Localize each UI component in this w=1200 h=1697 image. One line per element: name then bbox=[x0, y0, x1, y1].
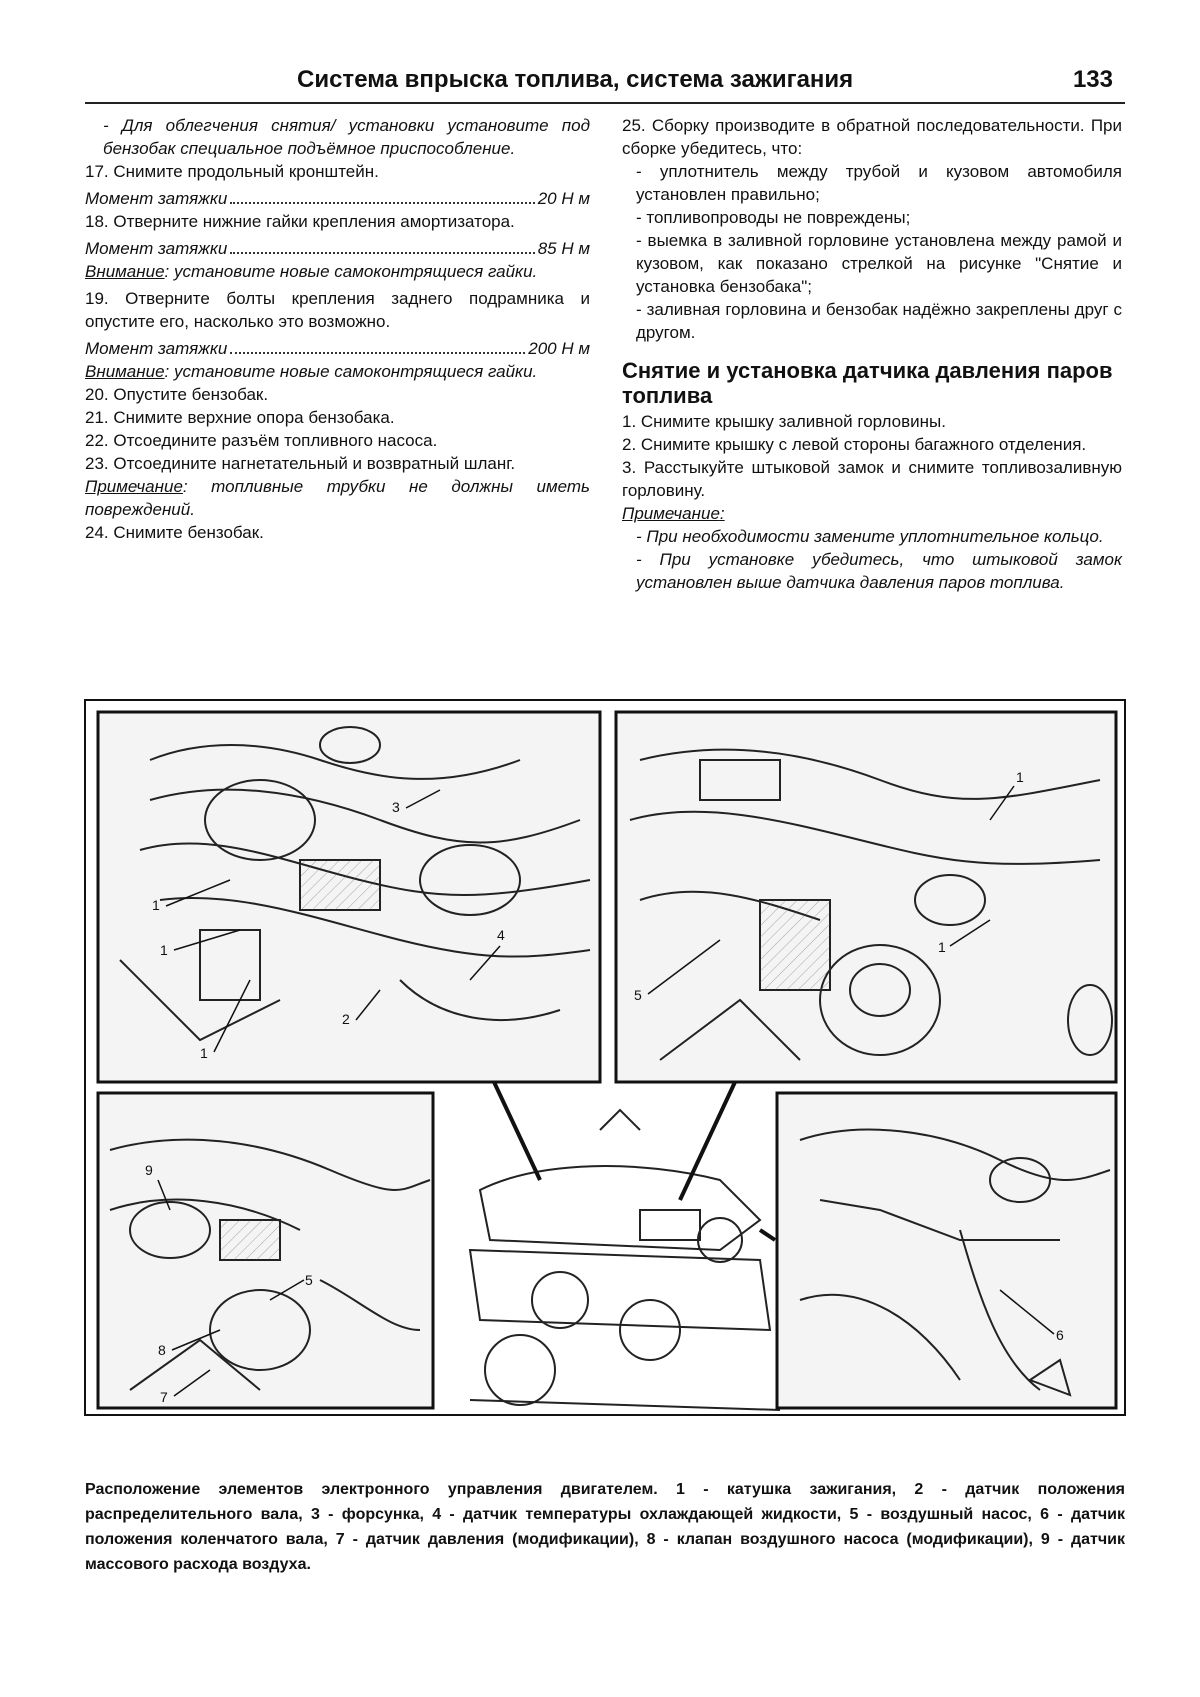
lift-note: - Для облегчения снятия/ установки устан… bbox=[103, 116, 590, 158]
callout-label: 1 bbox=[160, 942, 168, 958]
warning-2: Внимание: установите новые самоконтрящие… bbox=[85, 362, 538, 381]
step-21: 21. Снимите верхние опора бензобака. bbox=[85, 408, 395, 427]
step-25: 25. Сборку производите в обратной послед… bbox=[622, 116, 1122, 158]
engine-overview bbox=[468, 1081, 781, 1411]
panel-bottom-left: 9 5 8 7 bbox=[96, 1091, 435, 1410]
check-item: - уплотнитель между трубой и кузовом авт… bbox=[636, 162, 1122, 204]
callout-label: 1 bbox=[200, 1045, 208, 1061]
page-title: Система впрыска топлива, система зажиган… bbox=[297, 66, 854, 93]
section-heading: Снятие и установка датчика давления паро… bbox=[622, 358, 1113, 408]
page-number: 133 bbox=[1072, 66, 1113, 93]
panel-bottom-right: 6 bbox=[775, 1091, 1118, 1410]
figure-caption: Расположение элементов электронного упра… bbox=[85, 1481, 1125, 1573]
callout-label: 9 bbox=[145, 1162, 153, 1178]
note-item: - При установке убедитесь, что штыковой … bbox=[636, 550, 1122, 592]
procedure-step: 1. Снимите крышку заливной горловины. bbox=[622, 412, 946, 431]
step-18: 18. Отверните нижние гайки крепления амо… bbox=[85, 212, 515, 231]
note-1: Примечание: топливные трубки не должны и… bbox=[85, 477, 590, 519]
torque-spec-3: Момент затяжки 200 Н м bbox=[85, 339, 590, 358]
callout-label: 4 bbox=[497, 927, 505, 943]
callout-label: 1 bbox=[938, 939, 946, 955]
check-item: - выемка в заливной горловине установлен… bbox=[636, 231, 1122, 296]
check-item: - топливопроводы не повреждены; bbox=[636, 208, 911, 227]
callout-label: 6 bbox=[1056, 1327, 1064, 1343]
torque-spec-2: Момент затяжки 85 Н м bbox=[85, 239, 590, 258]
step-24: 24. Снимите бензобак. bbox=[85, 523, 264, 542]
callout-label: 7 bbox=[160, 1389, 168, 1405]
panel-top-right: 1 1 5 bbox=[614, 710, 1118, 1084]
callout-label: 2 bbox=[342, 1011, 350, 1027]
step-20: 20. Опустите бензобак. bbox=[85, 385, 269, 404]
note-label: Примечание: bbox=[622, 504, 725, 523]
warning-1: Внимание: установите новые самоконтрящие… bbox=[85, 262, 538, 281]
callout-label: 3 bbox=[392, 799, 400, 815]
panel-top-left: 1 1 1 2 3 4 bbox=[96, 710, 602, 1084]
right-column: 25. Сборку производите в обратной послед… bbox=[622, 114, 1122, 594]
callout-label: 1 bbox=[152, 897, 160, 913]
step-23: 23. Отсоедините нагнетательный и возврат… bbox=[85, 454, 516, 473]
procedure-step: 2. Снимите крышку с левой стороны багажн… bbox=[622, 435, 1087, 454]
note-item: - При необходимости замените уплотнитель… bbox=[636, 527, 1104, 546]
callout-label: 1 bbox=[1016, 769, 1024, 785]
callout-label: 5 bbox=[305, 1272, 313, 1288]
figure-frame bbox=[84, 699, 1126, 1416]
page-header: Система впрыска топлива, система зажиган… bbox=[85, 62, 1125, 104]
left-column: - Для облегчения снятия/ установки устан… bbox=[85, 114, 590, 544]
step-17: 17. Снимите продольный кронштейн. bbox=[85, 162, 379, 181]
torque-spec-1: Момент затяжки 20 Н м bbox=[85, 189, 590, 208]
step-19: 19. Отверните болты крепления заднего по… bbox=[85, 289, 590, 331]
callout-label: 8 bbox=[158, 1342, 166, 1358]
check-item: - заливная горловина и бензобак надёжно … bbox=[636, 300, 1122, 342]
procedure-step: 3. Расстыкуйте штыковой замок и снимите … bbox=[622, 458, 1122, 500]
callout-label: 5 bbox=[634, 987, 642, 1003]
step-22: 22. Отсоедините разъём топливного насоса… bbox=[85, 431, 438, 450]
